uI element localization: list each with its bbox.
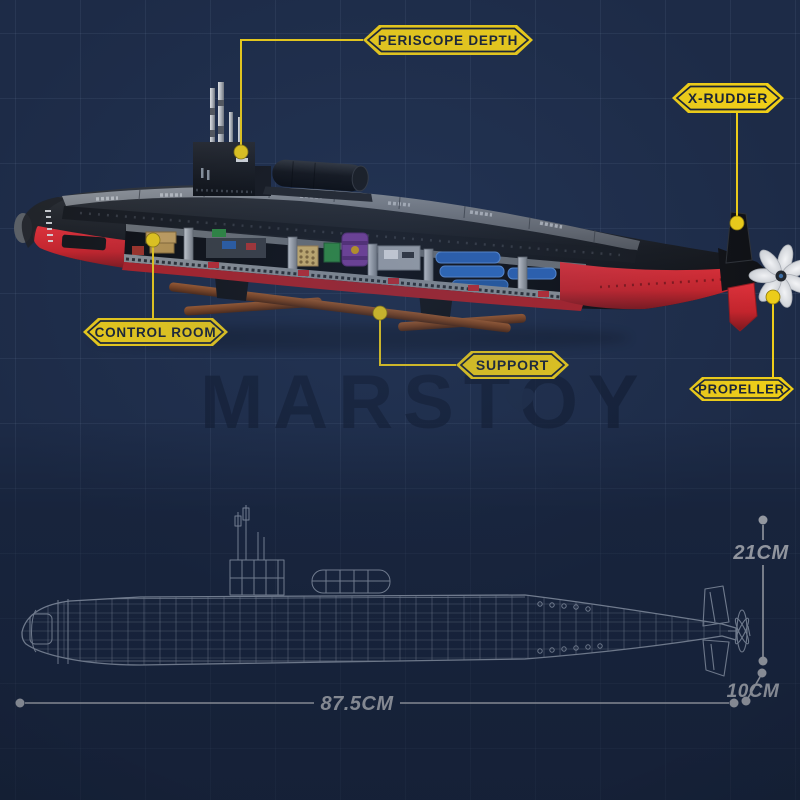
periscope-depth-label: PERISCOPE DEPTH [378,33,518,48]
dimension-height [758,515,768,666]
x-rudder-lower-fin [727,282,758,332]
sail-vent-2 [207,170,210,180]
support-label: SUPPORT [476,357,549,373]
callout-control-room: CONTROL ROOM [83,318,228,346]
blueprint-stringers [22,603,736,659]
height-dim-top-dot [758,515,768,525]
torpedo-tube-2 [439,265,505,278]
torpedo-tube-4 [507,267,557,280]
equipment-red [246,243,256,250]
blueprint-wireframe [22,595,736,665]
cabinet-slot [402,252,414,258]
reactor-green [323,242,341,263]
height-dim-bottom-dot [758,656,768,666]
blueprint-sail [229,505,285,596]
blueprint-drawing [21,505,751,677]
blueprint-upper-fin [702,585,730,627]
blueprint-deck-lines [59,596,526,662]
purple-band-2 [342,256,368,260]
propeller-anchor-dot [765,289,781,305]
periscope-depth-leader-line [240,39,363,148]
propeller-hub-dot [778,273,784,279]
callout-support: SUPPORT [456,351,569,379]
brand-watermark: MARSTOY [200,360,649,445]
torpedo-tube-1 [435,251,501,264]
control-room-label: CONTROL ROOM [95,325,217,340]
callout-x-rudder: X-RUDDER [672,83,784,113]
purple-band-1 [342,241,368,245]
length-dim-left-dot [15,698,25,708]
height-dimension-text: 21CM [732,542,789,564]
blueprint-stern-details [537,601,603,654]
callout-propeller: PROPELLER [689,377,794,401]
sail [193,82,271,196]
equipment-blue [222,241,236,249]
cabinet-panel [384,250,398,259]
watermark-text: MARSTOY [200,360,649,445]
blueprint-hull-outline [21,594,737,666]
periscope-mast-2 [218,82,224,146]
deck-cylinder [262,159,373,202]
length-dimension-text: 87.5CM [320,693,394,715]
blueprint-lower-fin [702,639,730,677]
blueprint-deck-structure [311,569,391,594]
cargo-red-box [132,246,144,255]
cylinder-body [272,159,365,192]
sail-vent-1 [201,168,204,178]
purple-emblem [351,246,359,254]
stern-dim-top-dot [757,668,767,678]
periscope-depth-anchor-dot [233,144,249,160]
dimension-annotations: 21CM 10CM 87.5CM [15,515,789,715]
x-rudder-anchor-dot [729,215,745,231]
control-room-anchor-dot [145,232,161,248]
length-dim-right-dot [729,698,739,708]
support-anchor-dot [372,305,388,321]
periscope-mast-3 [229,112,233,146]
callout-periscope-depth: PERISCOPE DEPTH [363,25,533,55]
blueprint-propeller [728,609,751,653]
periscope-mast-1 [210,88,215,146]
submarine-model [14,82,800,351]
cargo-green-top [212,229,226,237]
x-rudder-label: X-RUDDER [688,90,768,106]
waffle-dots [299,249,315,265]
propeller-label: PROPELLER [698,382,785,397]
